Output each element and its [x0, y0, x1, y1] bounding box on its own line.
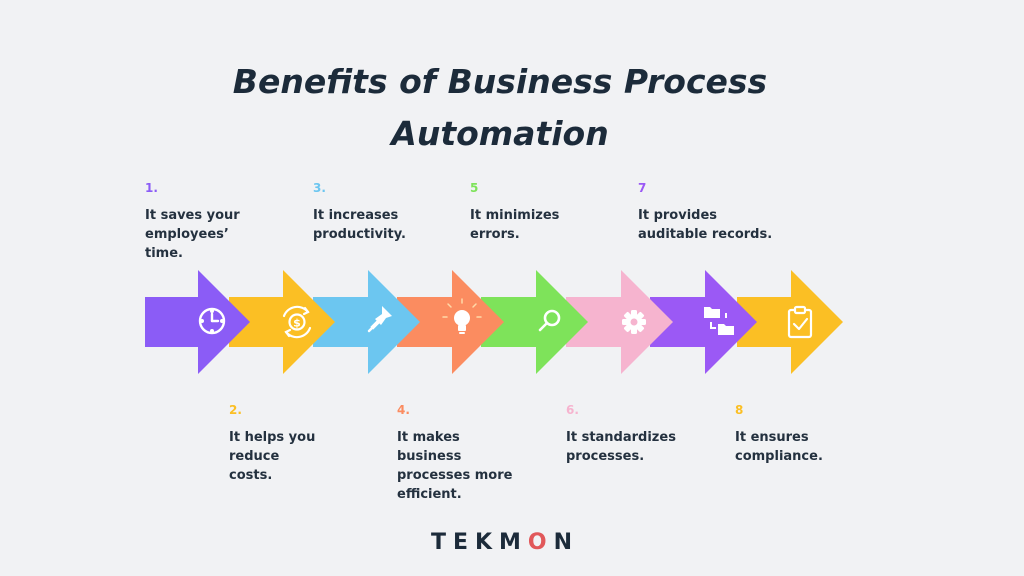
step-number: 2.	[229, 403, 242, 417]
logo-o: O	[527, 530, 554, 555]
step-number: 3.	[313, 181, 326, 195]
arrow-7	[650, 270, 757, 374]
step-4-label: 4. It makes business processes more effi…	[397, 402, 537, 504]
clipboard-check-icon	[787, 305, 813, 339]
page-title: Benefits of Business Process Automation	[0, 56, 1000, 160]
step-number: 7	[638, 181, 647, 195]
magnifier-icon	[538, 309, 561, 332]
step-text: It makes business processes more efficie…	[397, 430, 513, 502]
step-text: It saves your employees’ time.	[145, 208, 240, 261]
step-3-label: 3. It increases productivity.	[313, 180, 443, 244]
step-text: It increases productivity.	[313, 208, 406, 242]
pushpin-icon	[367, 306, 392, 333]
tekmon-logo: TEKMON	[0, 530, 1010, 555]
logo-text-2: N	[553, 530, 580, 555]
logo-text-1: TEKM	[430, 530, 528, 555]
title-line-2: Automation	[391, 114, 609, 153]
step-5-label: 5 It minimizes errors.	[470, 180, 600, 244]
step-number: 1.	[145, 181, 158, 195]
step-text: It ensures compliance.	[735, 430, 823, 464]
step-text: It provides auditable records.	[638, 208, 773, 242]
arrow-5	[481, 270, 588, 374]
step-2-label: 2. It helps you reduce costs.	[229, 402, 349, 485]
step-text: It helps you reduce costs.	[229, 430, 316, 483]
step-text: It standardizes processes.	[566, 430, 676, 464]
step-number: 4.	[397, 403, 410, 417]
title-line-1: Benefits of Business Process	[232, 62, 768, 101]
arrow-1	[145, 270, 250, 374]
folders-icon	[704, 307, 734, 335]
arrow-3	[313, 270, 420, 374]
step-1-label: 1. It saves your employees’ time.	[145, 180, 295, 263]
step-number: 6.	[566, 403, 579, 417]
step-7-label: 7 It provides auditable records.	[638, 180, 788, 244]
gear-icon	[622, 310, 646, 334]
step-8-label: 8 It ensures compliance.	[735, 402, 855, 466]
svg-text:$: $	[293, 317, 301, 330]
step-6-label: 6. It standardizes processes.	[566, 402, 686, 466]
arrow-4	[397, 270, 504, 374]
step-number: 5	[470, 181, 479, 195]
arrow-2	[229, 270, 335, 374]
dollar-cycle-icon: $	[282, 305, 312, 339]
step-text: It minimizes errors.	[470, 208, 560, 242]
step-number: 8	[735, 403, 744, 417]
lightbulb-icon	[442, 298, 482, 334]
clock-icon	[198, 307, 226, 335]
arrow-6	[566, 270, 673, 374]
